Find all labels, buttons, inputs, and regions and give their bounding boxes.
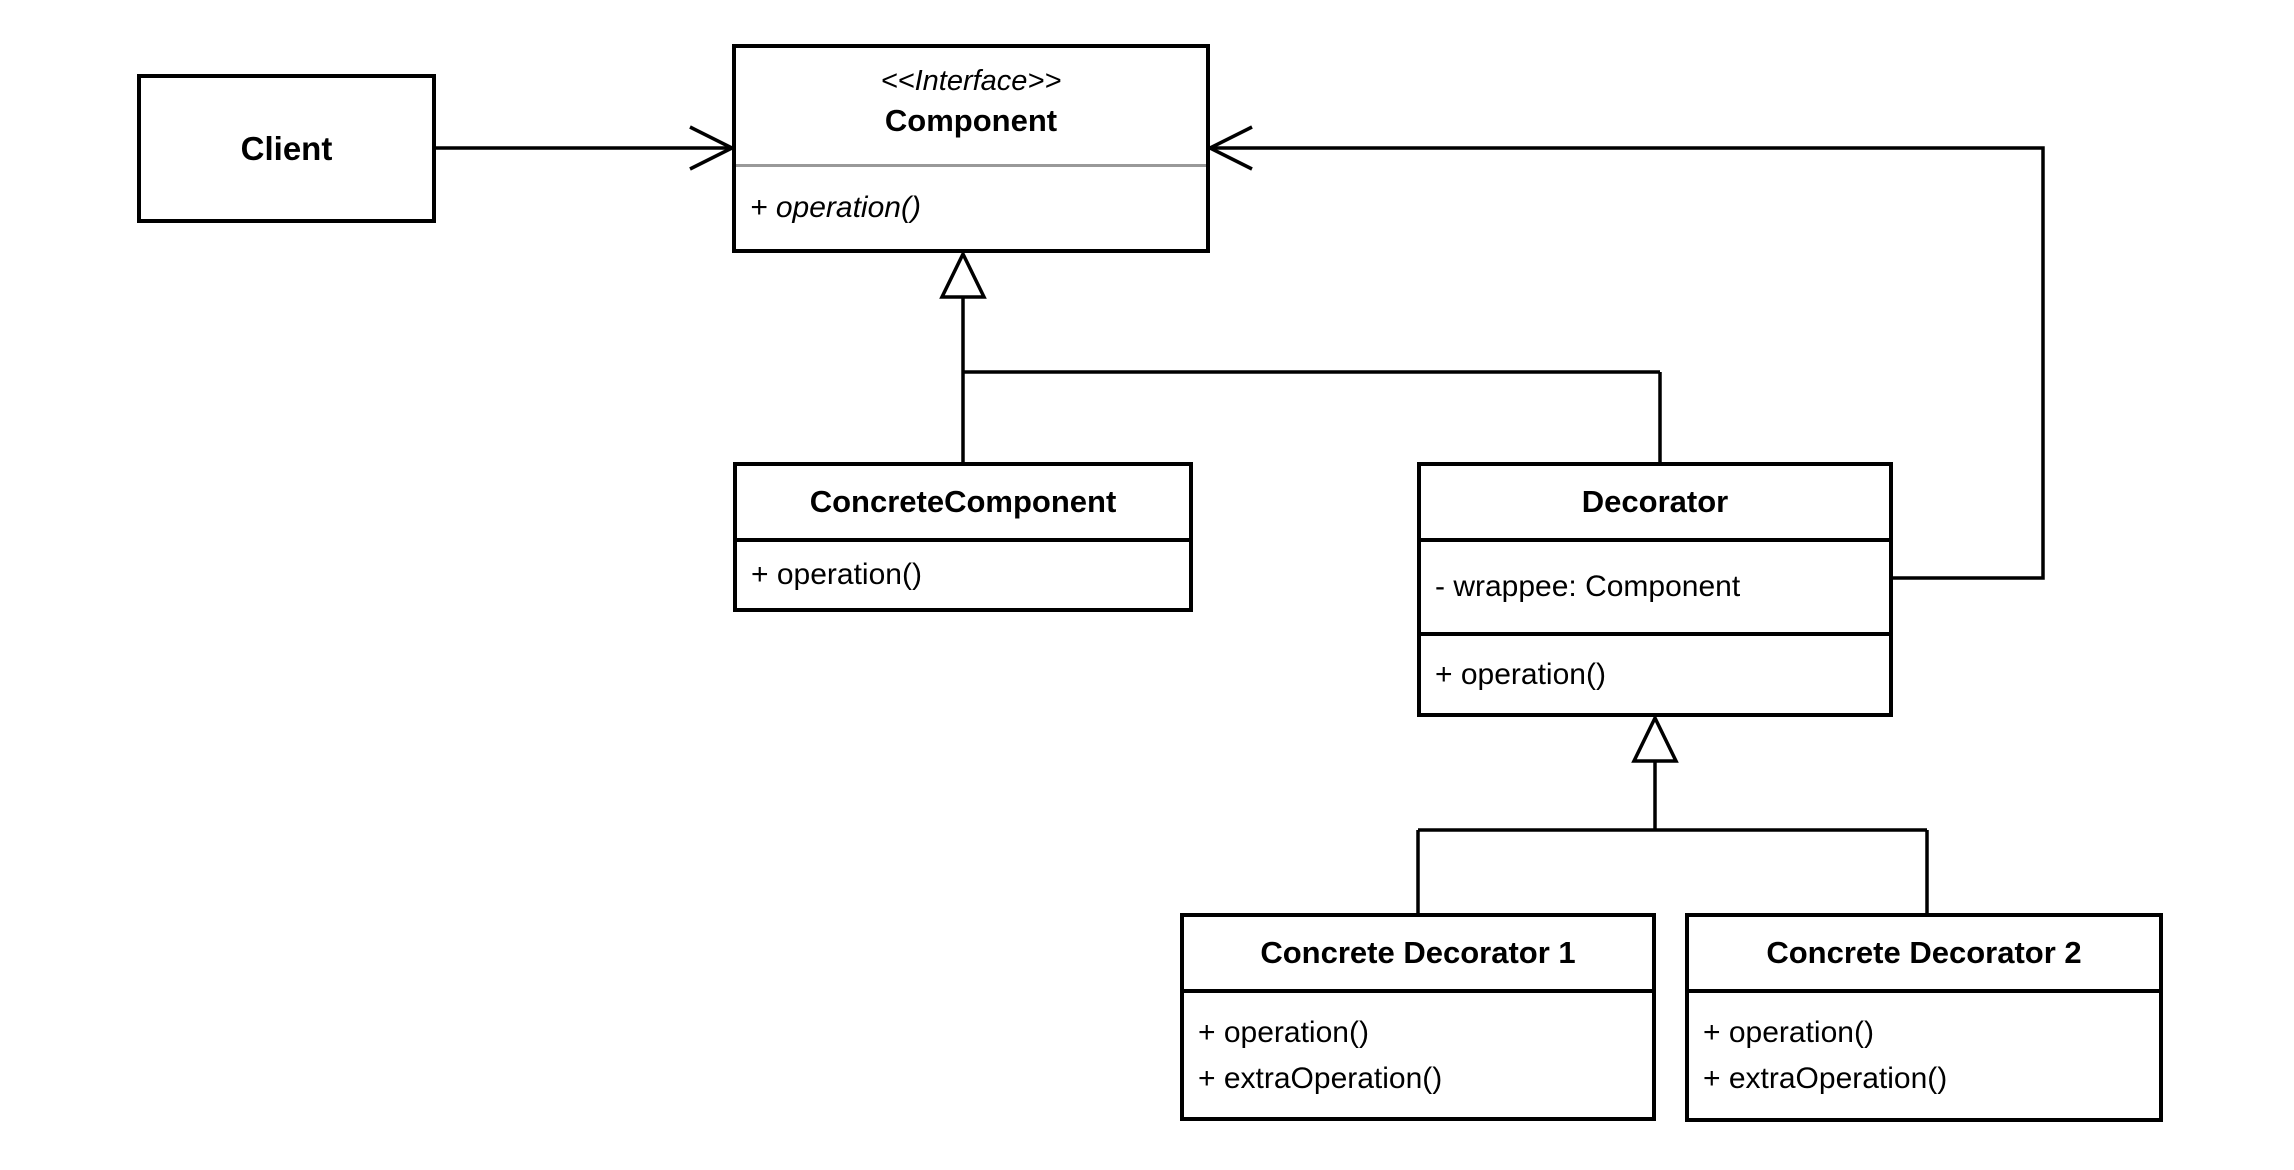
class-title-component: Component (884, 103, 1058, 138)
class-method-decorator-operation: + operation() (1435, 657, 1606, 691)
class-attribute-decorator-wrappee: - wrappee: Component (1421, 542, 1889, 636)
class-method-cd1-operation: + operation() (1198, 1016, 1369, 1049)
class-method-component-operation: + operation() (750, 191, 921, 224)
class-title-concrete-component: ConcreteComponent (737, 466, 1189, 542)
class-box-decorator: Decorator - wrappee: Component + operati… (1417, 462, 1893, 717)
class-box-concrete-component: ConcreteComponent + operation() (733, 462, 1193, 612)
class-method-cd2-extra-operation: + extraOperation() (1703, 1062, 1948, 1095)
class-header-component: <<Interface>> Component (736, 48, 1206, 167)
class-box-concrete-decorator-2: Concrete Decorator 2 + operation() + ext… (1685, 913, 2163, 1122)
class-box-component: <<Interface>> Component + operation() (732, 44, 1210, 253)
decorator-component-association-line (1210, 146, 2045, 580)
class-title-concrete-decorator-1: Concrete Decorator 1 (1184, 917, 1652, 993)
class-box-client: Client (137, 74, 436, 223)
class-title-decorator: Decorator (1421, 466, 1889, 542)
class-box-concrete-decorator-1: Concrete Decorator 1 + operation() + ext… (1180, 913, 1656, 1121)
class-title-concrete-decorator-2: Concrete Decorator 2 (1689, 917, 2159, 993)
component-hollow-triangle-icon (939, 250, 987, 299)
class-title-client: Client (240, 129, 333, 167)
decorator-component-open-arrowhead-icon (1206, 125, 1253, 171)
class-stereotype-component: <<Interface>> (880, 65, 1062, 97)
class-method-list-concrete-decorator-2: + operation() + extraOperation() (1689, 993, 2159, 1118)
decorator-hollow-triangle-icon (1631, 714, 1679, 763)
class-method-concrete-component-operation: + operation() (751, 558, 922, 591)
class-method-list-concrete-decorator-1: + operation() + extraOperation() (1184, 993, 1652, 1117)
class-method-cd2-operation: + operation() (1703, 1016, 1874, 1049)
class-method-cd1-extra-operation: + extraOperation() (1198, 1062, 1443, 1095)
